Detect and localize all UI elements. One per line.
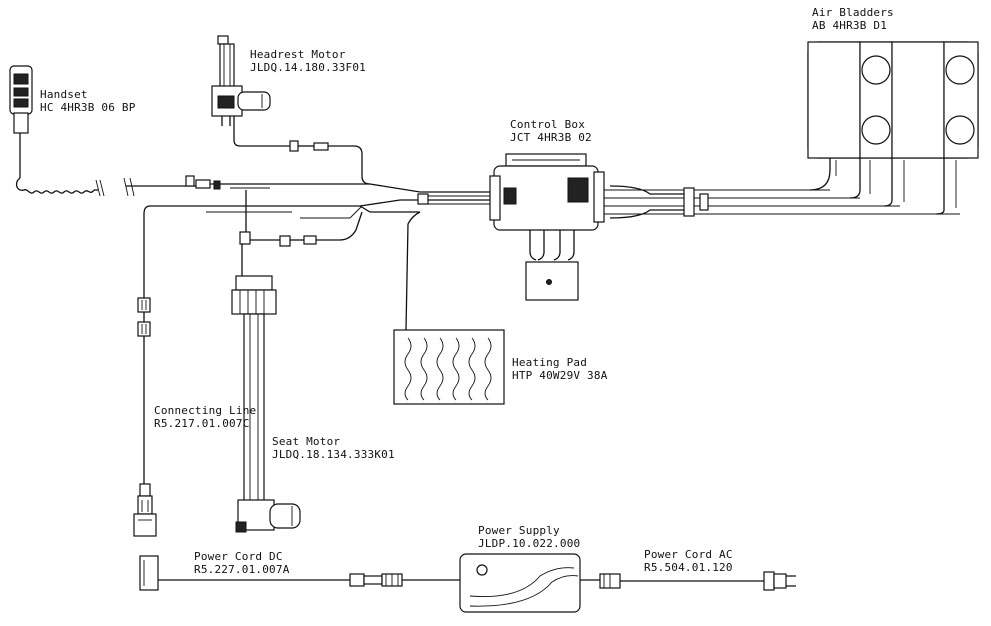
heating-pad-name: Heating Pad bbox=[512, 356, 588, 369]
seat-motor-code: JLDQ.18.134.333K01 bbox=[272, 448, 395, 461]
control-box-code: JCT 4HR3B 02 bbox=[510, 131, 592, 144]
headrest-motor-name: Headrest Motor bbox=[250, 48, 346, 61]
control-box-label: Control Box JCT 4HR3B 02 bbox=[510, 118, 592, 144]
power-cord-dc-code: R5.227.01.007A bbox=[194, 563, 290, 576]
power-cord-dc-label: Power Cord DC R5.227.01.007A bbox=[194, 550, 290, 576]
power-supply-label: Power Supply JLDP.10.022.000 bbox=[478, 524, 580, 550]
power-cord-dc-name: Power Cord DC bbox=[194, 550, 283, 563]
connecting-line-label: Connecting Line R5.217.01.007C bbox=[154, 404, 256, 430]
power-cord-ac-label: Power Cord AC R5.504.01.120 bbox=[644, 548, 733, 574]
seat-motor-label: Seat Motor JLDQ.18.134.333K01 bbox=[272, 435, 395, 461]
power-supply-code: JLDP.10.022.000 bbox=[478, 537, 581, 550]
connecting-line-name: Connecting Line bbox=[154, 404, 257, 417]
power-cord-ac-code: R5.504.01.120 bbox=[644, 561, 733, 574]
air-bladders-drawing bbox=[807, 41, 979, 215]
headrest-motor-code: JLDQ.14.180.33F01 bbox=[250, 61, 366, 74]
air-bladders-code: AB 4HR3B D1 bbox=[812, 19, 888, 32]
power-supply-name: Power Supply bbox=[478, 524, 560, 537]
power-cord-ac-drawing bbox=[599, 571, 796, 591]
handset-label: Handset HC 4HR3B 06 BP bbox=[40, 88, 136, 114]
handset-code: HC 4HR3B 06 BP bbox=[40, 101, 136, 114]
heating-pad-drawing bbox=[393, 329, 505, 405]
handset-drawing bbox=[9, 65, 105, 197]
headrest-motor-label: Headrest Motor JLDQ.14.180.33F01 bbox=[250, 48, 366, 74]
control-box-drawing bbox=[489, 153, 605, 301]
seat-motor-drawing bbox=[231, 275, 301, 533]
air-bladders-label: Air Bladders AB 4HR3B D1 bbox=[812, 6, 894, 32]
power-cord-ac-name: Power Cord AC bbox=[644, 548, 733, 561]
seat-motor-name: Seat Motor bbox=[272, 435, 341, 448]
handset-name: Handset bbox=[40, 88, 88, 101]
control-box-name: Control Box bbox=[510, 118, 586, 131]
power-supply-drawing bbox=[459, 553, 600, 613]
heating-pad-code: HTP 40W29V 38A bbox=[512, 369, 608, 382]
power-cord-dc-drawing bbox=[139, 555, 460, 591]
headrest-motor-drawing bbox=[211, 35, 371, 185]
heating-pad-label: Heating Pad HTP 40W29V 38A bbox=[512, 356, 608, 382]
air-bladders-name: Air Bladders bbox=[812, 6, 894, 19]
connecting-line-code: R5.217.01.007C bbox=[154, 417, 250, 430]
connecting-line-drawing bbox=[133, 296, 157, 537]
